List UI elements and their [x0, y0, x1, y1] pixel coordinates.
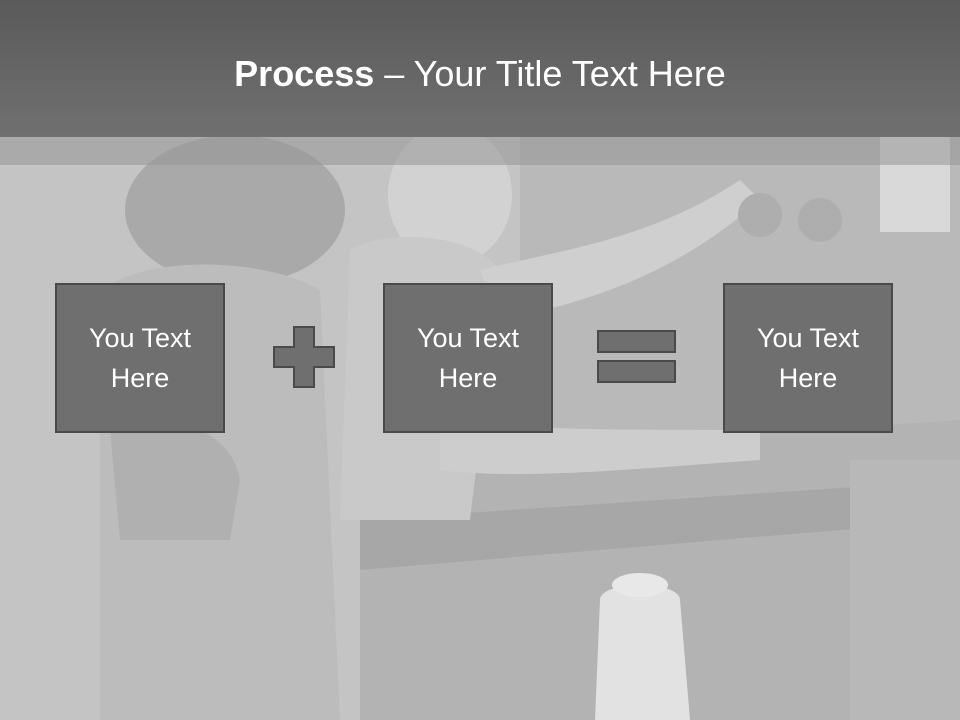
process-box-1-text: You Text Here [88, 323, 192, 393]
slide-title[interactable]: Process – Your Title Text Here [0, 52, 960, 96]
process-box-2[interactable]: You Text Here [383, 283, 553, 433]
title-bold: Process [234, 53, 375, 94]
process-box-1[interactable]: You Text Here [55, 283, 225, 433]
process-box-2-text: You Text Here [416, 323, 520, 393]
process-box-3-text: You Text Here [756, 323, 860, 393]
equals-icon[interactable] [597, 330, 677, 384]
plus-icon[interactable] [273, 326, 335, 388]
title-rest: Your Title Text Here [413, 53, 726, 94]
title-band [0, 137, 960, 165]
process-box-3[interactable]: You Text Here [723, 283, 893, 433]
title-separator: – [374, 53, 414, 94]
title-bar [0, 0, 960, 137]
